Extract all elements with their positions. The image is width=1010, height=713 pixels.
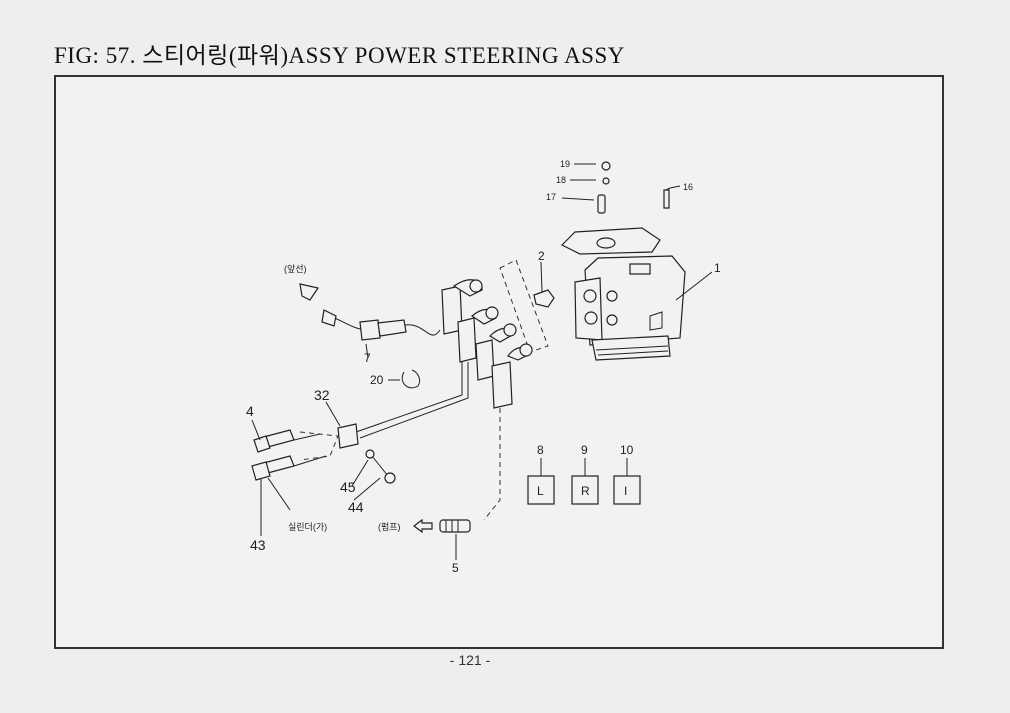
callout-7: 7 <box>364 351 371 365</box>
page-number: - 121 - <box>449 652 491 668</box>
callout-45: 45 <box>340 479 356 495</box>
callout-17: 17 <box>546 192 556 202</box>
callout-44: 44 <box>348 499 364 515</box>
bolt-part-44-45 <box>365 449 396 484</box>
callout-20: 20 <box>370 373 384 387</box>
steering-unit <box>560 227 686 361</box>
callout-9: 9 <box>581 443 588 457</box>
small-parts-16-19 <box>597 161 670 214</box>
manifold-outline <box>499 259 549 353</box>
callout-2: 2 <box>538 249 545 263</box>
arrow-pump <box>413 518 433 534</box>
callout-10: 10 <box>620 443 634 457</box>
diagram-frame <box>54 75 944 649</box>
label-box-9-text: R <box>581 484 590 498</box>
callout-19: 19 <box>560 159 570 169</box>
note-bottom-left: 실린더(가) <box>288 522 327 532</box>
note-bottom-mid: (펌프) <box>378 521 401 532</box>
fitting-part-2 <box>533 289 555 308</box>
page-title: FIG: 57. 스티어링(파워)ASSY POWER STEERING ASS… <box>54 43 625 68</box>
callout-numbers: 1 2 4 5 7 8 9 10 16 17 18 19 20 32 43 44… <box>246 159 721 575</box>
label-box-8-text: L <box>537 484 544 498</box>
callout-18: 18 <box>556 175 566 185</box>
callout-5: 5 <box>452 561 459 575</box>
callout-32: 32 <box>314 387 330 403</box>
hose-assemblies <box>299 279 533 521</box>
callout-1: 1 <box>714 261 721 275</box>
label-boxes: L R I <box>527 458 641 505</box>
bracket-part-32 <box>299 423 359 461</box>
fitting-part-5 <box>439 519 471 533</box>
callout-43: 43 <box>250 537 266 553</box>
cylinder-fittings <box>251 429 327 481</box>
callout-8: 8 <box>537 443 544 457</box>
label-box-10-text: I <box>624 484 627 498</box>
callout-16: 16 <box>683 182 693 192</box>
leader-lines <box>251 163 713 560</box>
diagram-notes: (앞선) 실린더(가) (펌프) <box>284 263 401 532</box>
note-top-left: (앞선) <box>284 263 307 274</box>
callout-4: 4 <box>246 403 254 419</box>
clamp-part-20 <box>401 369 421 389</box>
